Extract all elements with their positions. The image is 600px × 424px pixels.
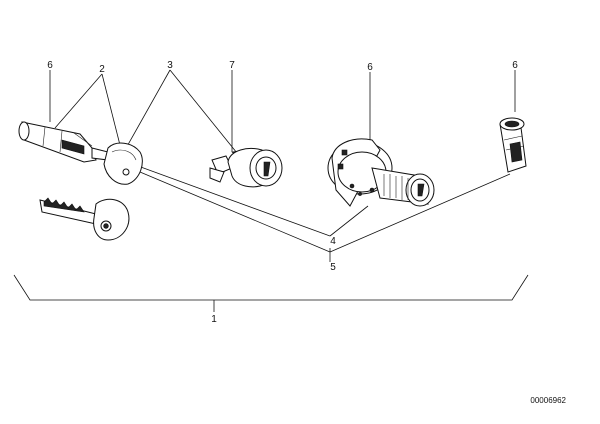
callout-5: 5 bbox=[330, 262, 336, 273]
leader-5-to-small-lock bbox=[329, 173, 511, 253]
callout-1: 1 bbox=[211, 314, 217, 325]
door-lock-cylinder bbox=[18, 121, 97, 163]
key-lower bbox=[39, 197, 130, 241]
key-upper bbox=[91, 142, 143, 185]
callout-6-left: 6 bbox=[47, 60, 53, 71]
leader-4-to-key bbox=[137, 165, 331, 237]
leader-2-to-cylinder bbox=[54, 73, 103, 129]
callout-6-middle: 6 bbox=[367, 62, 373, 73]
callout-4: 4 bbox=[330, 236, 336, 247]
trunk-lock-cylinder bbox=[209, 148, 283, 188]
callout-7: 7 bbox=[229, 60, 235, 71]
document-number: 00006962 bbox=[530, 396, 566, 405]
callout-2: 2 bbox=[99, 64, 105, 75]
callout-6-right: 6 bbox=[512, 60, 518, 71]
leader-2-to-key bbox=[101, 73, 123, 154]
leader-3-to-lock bbox=[169, 69, 238, 154]
leader-4-to-ignition bbox=[329, 205, 369, 237]
assembly-bracket bbox=[13, 274, 529, 301]
leader-3-to-key bbox=[124, 69, 171, 151]
glovebox-lock-cylinder bbox=[499, 117, 527, 173]
leader-lines bbox=[49, 69, 516, 262]
ignition-lock-cylinder bbox=[327, 138, 435, 207]
leader-5-to-key bbox=[139, 171, 331, 253]
callout-3: 3 bbox=[167, 60, 173, 71]
